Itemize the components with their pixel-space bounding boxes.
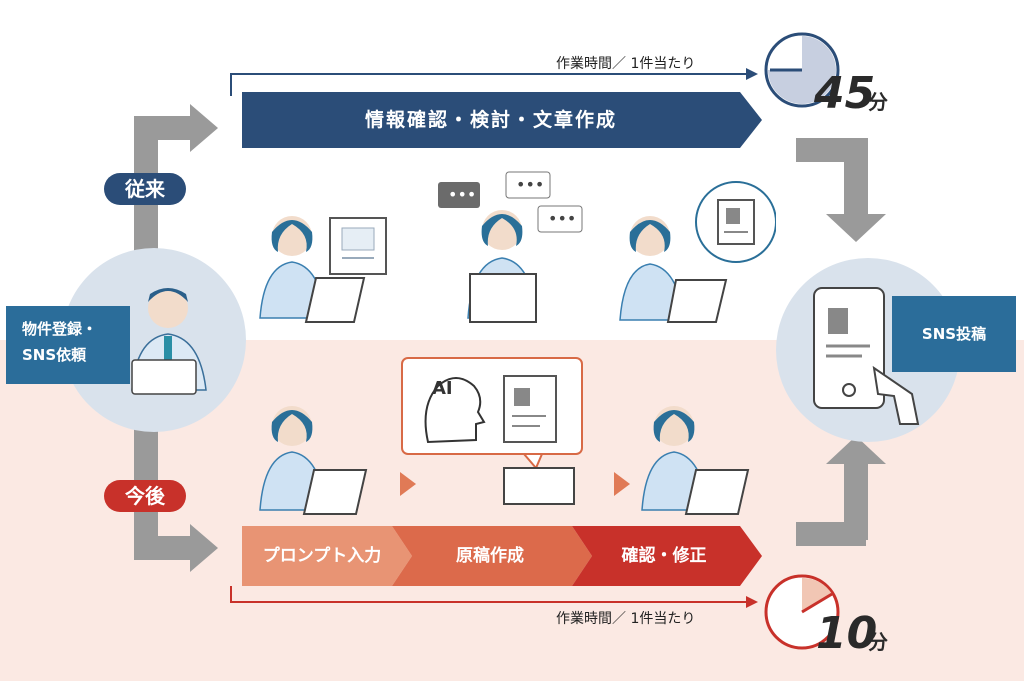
after-minutes: 10 bbox=[816, 608, 878, 659]
property-registration-box: 物件登録・ SNS依頼 bbox=[6, 306, 130, 384]
after-process-bar bbox=[242, 526, 762, 586]
clock-45-icon bbox=[764, 32, 840, 108]
ai-generation-icon bbox=[401, 357, 583, 505]
step-arrow-icon-2 bbox=[614, 472, 630, 496]
office-worker-icon bbox=[131, 288, 207, 395]
after-minutes-unit: 分 bbox=[868, 630, 888, 654]
worker-reviewing-icon bbox=[641, 406, 750, 515]
step-draft-creation: 原稿作成 bbox=[456, 546, 524, 566]
sns-post-box: SNS投稿 bbox=[892, 296, 1016, 372]
after-time-label: 作業時間／ 1件当たり bbox=[556, 611, 696, 627]
ai-label: AI bbox=[432, 378, 453, 399]
before-process-label: 情報確認・検討・文章作成 bbox=[364, 109, 617, 131]
step-check-revise: 確認・修正 bbox=[621, 546, 707, 566]
worker-reading-icon bbox=[259, 216, 387, 323]
before-minutes-unit: 分 bbox=[868, 90, 888, 114]
step-arrow-icon bbox=[400, 472, 416, 496]
left-box-line1: 物件登録・ bbox=[22, 320, 98, 338]
before-tag: 従来 bbox=[104, 173, 186, 205]
worker-typing-prompt-icon bbox=[259, 406, 368, 515]
svg-text:•••: ••• bbox=[516, 175, 544, 194]
worker-document-icon bbox=[619, 181, 776, 323]
left-box-line2: SNS依頼 bbox=[22, 346, 87, 364]
step-prompt-input: プロンプト入力 bbox=[262, 546, 382, 566]
smartphone-icon bbox=[813, 287, 920, 425]
worker-thinking-icon: ••• ••• ••• bbox=[438, 171, 583, 323]
before-process-bar bbox=[242, 92, 762, 148]
before-minutes: 45 bbox=[814, 68, 876, 119]
after-tag: 今後 bbox=[104, 480, 186, 512]
svg-text:•••: ••• bbox=[448, 185, 476, 204]
svg-text:•••: ••• bbox=[548, 209, 576, 228]
clock-10-icon bbox=[764, 574, 840, 650]
before-time-bracket bbox=[230, 68, 758, 96]
right-flow-arrows bbox=[796, 138, 886, 546]
after-time-bracket bbox=[230, 586, 758, 608]
before-time-label: 作業時間／ 1件当たり bbox=[556, 56, 696, 72]
sns-post-label: SNS投稿 bbox=[921, 325, 987, 343]
